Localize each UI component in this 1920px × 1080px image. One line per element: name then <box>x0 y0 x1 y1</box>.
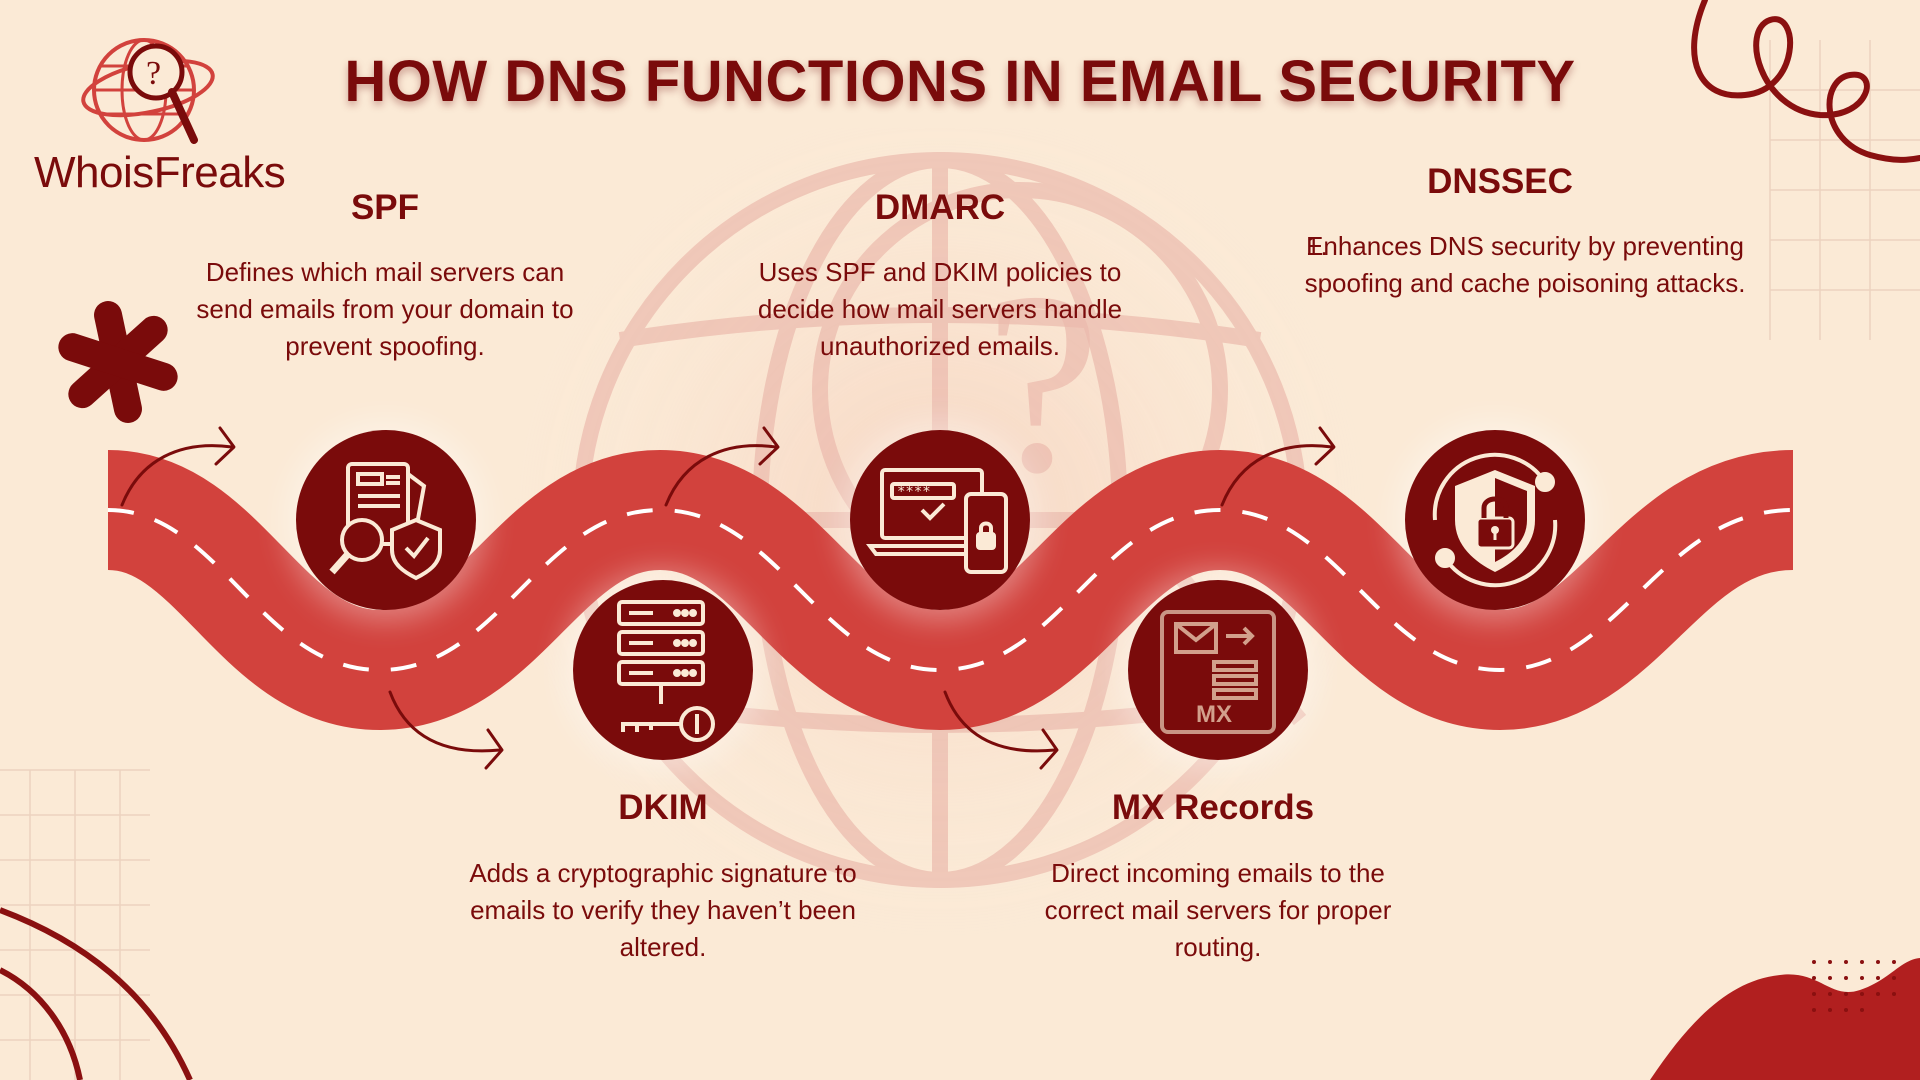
laptop-password-phone-lock-icon: **** <box>850 430 1030 610</box>
step-desc-dmarc: Uses SPF and DKIM policies to decide how… <box>757 257 1123 361</box>
step-desc-dnssec: 1. Enhances DNS security by preventing s… <box>1300 228 1750 302</box>
step-desc-dkim: Adds a cryptographic signature to emails… <box>469 858 857 962</box>
svg-text:?: ? <box>146 55 161 92</box>
mx-icon-label: MX <box>1196 701 1232 728</box>
step-desc-dnssec-text: Enhances DNS security by preventing spoo… <box>1304 231 1746 298</box>
arc-decoration-bottom-left <box>0 907 193 1080</box>
grid-decoration-bottom-left <box>0 769 150 1080</box>
asterisk-decoration <box>58 301 178 423</box>
shield-lock-icon <box>1405 430 1585 610</box>
curved-arrows <box>120 426 1336 770</box>
step-title-spf: SPF <box>350 188 420 227</box>
step-desc-mx-records: Direct incoming emails to the correct ma… <box>1044 858 1392 962</box>
swirl-decoration <box>1691 0 1920 163</box>
step-title-dmarc: DMARC <box>874 188 1006 227</box>
brand-name: WhoisFreaks <box>34 148 286 197</box>
whoisfreaks-logo-icon: ? <box>81 38 215 144</box>
step-title-mx-records: MX Records <box>1111 788 1315 827</box>
mx-record-icon: MX <box>1128 580 1308 760</box>
page-title: HOW DNS FUNCTIONS IN EMAIL SECURITY <box>344 49 1576 114</box>
server-key-icon <box>573 580 753 760</box>
road-path <box>103 449 1797 731</box>
list-number: 1. <box>1306 231 1328 261</box>
step-desc-spf: Defines which mail servers can send emai… <box>196 257 574 361</box>
document-search-shield-icon <box>296 430 476 610</box>
step-title-dkim: DKIM <box>618 788 708 827</box>
step-title-dnssec: DNSSEC <box>1427 162 1573 201</box>
svg-text:****: **** <box>897 484 931 500</box>
blob-decoration-bottom-right <box>1650 958 1920 1080</box>
dot-grid-decoration <box>1812 960 1896 1012</box>
